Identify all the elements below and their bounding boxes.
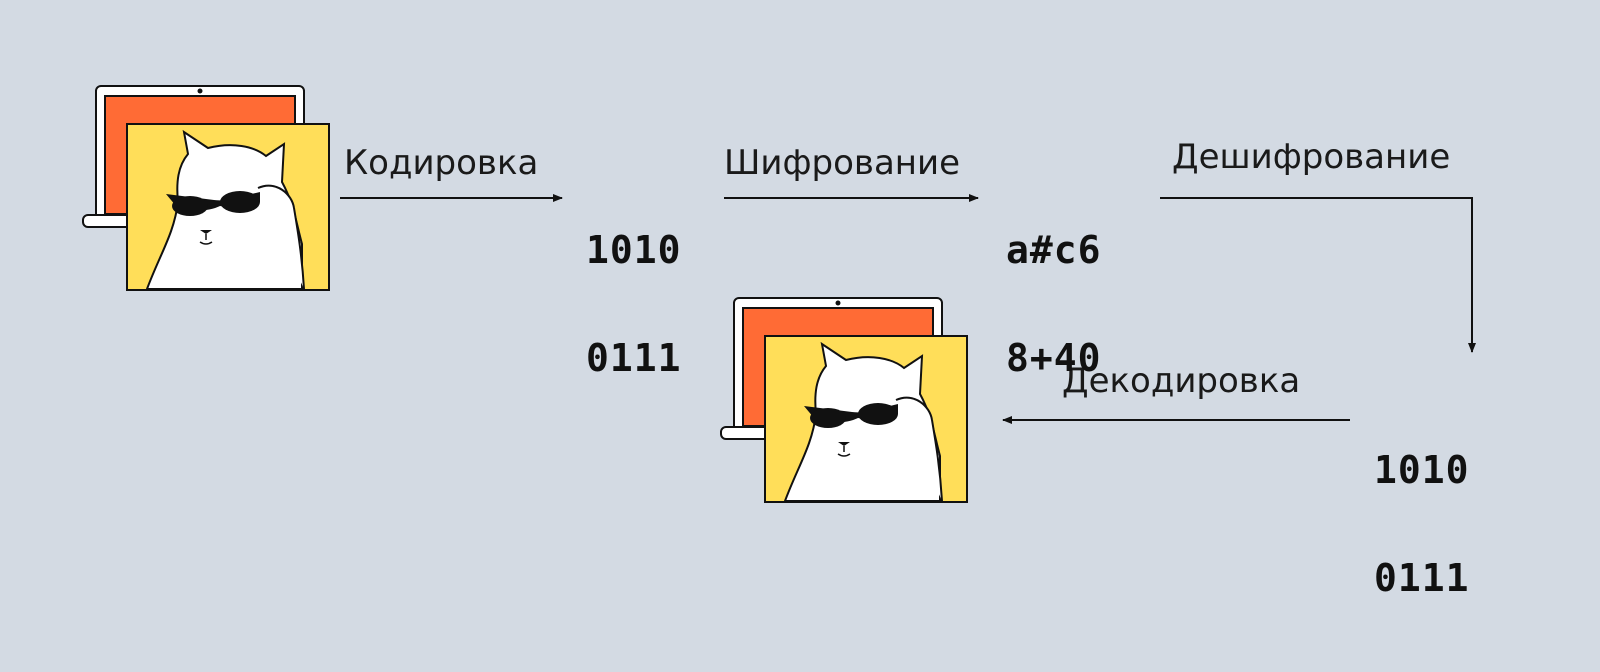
encryption-label: Шифрование xyxy=(724,143,961,183)
encryption-flow-diagram: Кодировка Шифрование Дешифрование Декоди… xyxy=(82,85,1476,597)
source-illustration xyxy=(82,85,330,291)
flow-arrows xyxy=(340,194,1476,424)
binary-code-top: 1010 0111 xyxy=(586,160,682,448)
decryption-label: Дешифрование xyxy=(1172,137,1451,177)
binary-code-bottom-line1: 1010 xyxy=(1374,448,1470,492)
binary-code-bottom-line2: 0111 xyxy=(1374,556,1470,600)
cat-in-sunglasses-card xyxy=(126,123,330,291)
cipher-text-line2: 8+40 xyxy=(1006,336,1102,380)
decoding-label: Декодировка xyxy=(1062,361,1301,401)
binary-code-bottom: 1010 0111 xyxy=(1374,380,1470,668)
encoding-label: Кодировка xyxy=(344,143,539,183)
arrow-decryption xyxy=(1160,197,1476,353)
binary-code-top-line1: 1010 xyxy=(586,228,682,272)
binary-code-top-line2: 0111 xyxy=(586,336,682,380)
cipher-text-line1: a#c6 xyxy=(1006,228,1102,272)
result-illustration xyxy=(720,297,968,503)
cat-in-sunglasses-card xyxy=(764,335,968,503)
cipher-text: a#c6 8+40 xyxy=(1006,160,1102,448)
